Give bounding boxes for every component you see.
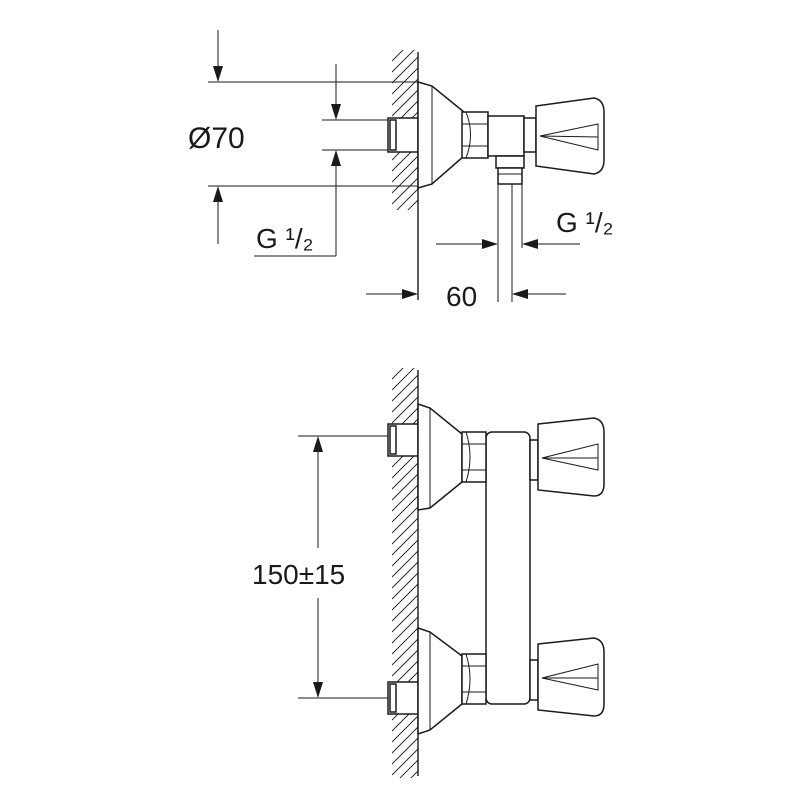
wall-front [392,368,419,800]
hatch-line [392,715,418,743]
hatch-line [392,726,418,754]
top-view: Ø70 G ¹/₂ [188,30,614,312]
upper-valve [387,402,605,511]
right-thread-label: G ¹/₂ [556,207,614,238]
hatch-line [392,166,418,194]
front-view: 150±15 [252,368,605,800]
hatch-line [407,199,418,210]
valve-top-view [387,81,605,189]
hatch-line [392,748,418,776]
hatch-line [392,737,418,765]
spacing-label: 150±15 [252,559,345,590]
depth-label: 60 [446,281,477,312]
hatch-line [392,50,393,51]
hatch-line [392,649,418,677]
left-thread-label: G ¹/₂ [256,223,314,254]
hatch-line [392,385,418,413]
hatch-line [392,222,418,248]
hatch-line [392,368,404,380]
hatch-line [392,368,393,369]
hatch-line [410,770,418,778]
diameter-dimension: Ø70 [188,30,418,244]
lower-valve [387,626,605,736]
hatch-line [392,638,418,666]
hatch-line [392,78,418,106]
wall-top [392,50,419,300]
hatch-line [392,462,418,490]
hatch-line [392,517,418,545]
right-thread-dimension: G ¹/₂ [436,207,614,249]
hatch-line [392,473,418,501]
depth-dimension: 60 [366,281,566,312]
hatch-line [392,211,418,237]
hatch-line [392,233,418,259]
hatch-line [399,759,418,778]
hatch-line [392,627,418,655]
left-thread-dimension: G ¹/₂ [254,64,396,257]
hatch-line [392,539,418,567]
hatch-line [392,50,415,73]
mixer-body [485,431,531,705]
hatch-line [392,89,418,117]
hatch-line [392,605,418,633]
hatch-line [392,50,404,62]
hatch-line [392,56,418,84]
hatch-line [392,484,418,512]
hatch-line [392,506,418,534]
hatch-line [392,616,418,644]
hatch-line [392,550,418,578]
spacing-dimension: 150±15 [252,435,390,699]
hatch-line [392,374,418,402]
diameter-label: Ø70 [188,122,245,155]
hatch-line [392,572,418,600]
hatch-line [392,495,418,523]
hatch-line [392,594,418,622]
hatch-line [392,528,418,556]
hatch-line [392,177,418,205]
hatch-line [392,561,418,589]
hatch-line [392,793,418,800]
hatch-line [392,67,418,95]
hatch-line [392,583,418,611]
hatch-line [392,396,418,424]
hatch-line [392,155,418,183]
hatch-line [392,368,415,391]
hatch-line [396,188,418,210]
hatch-line [392,782,418,800]
